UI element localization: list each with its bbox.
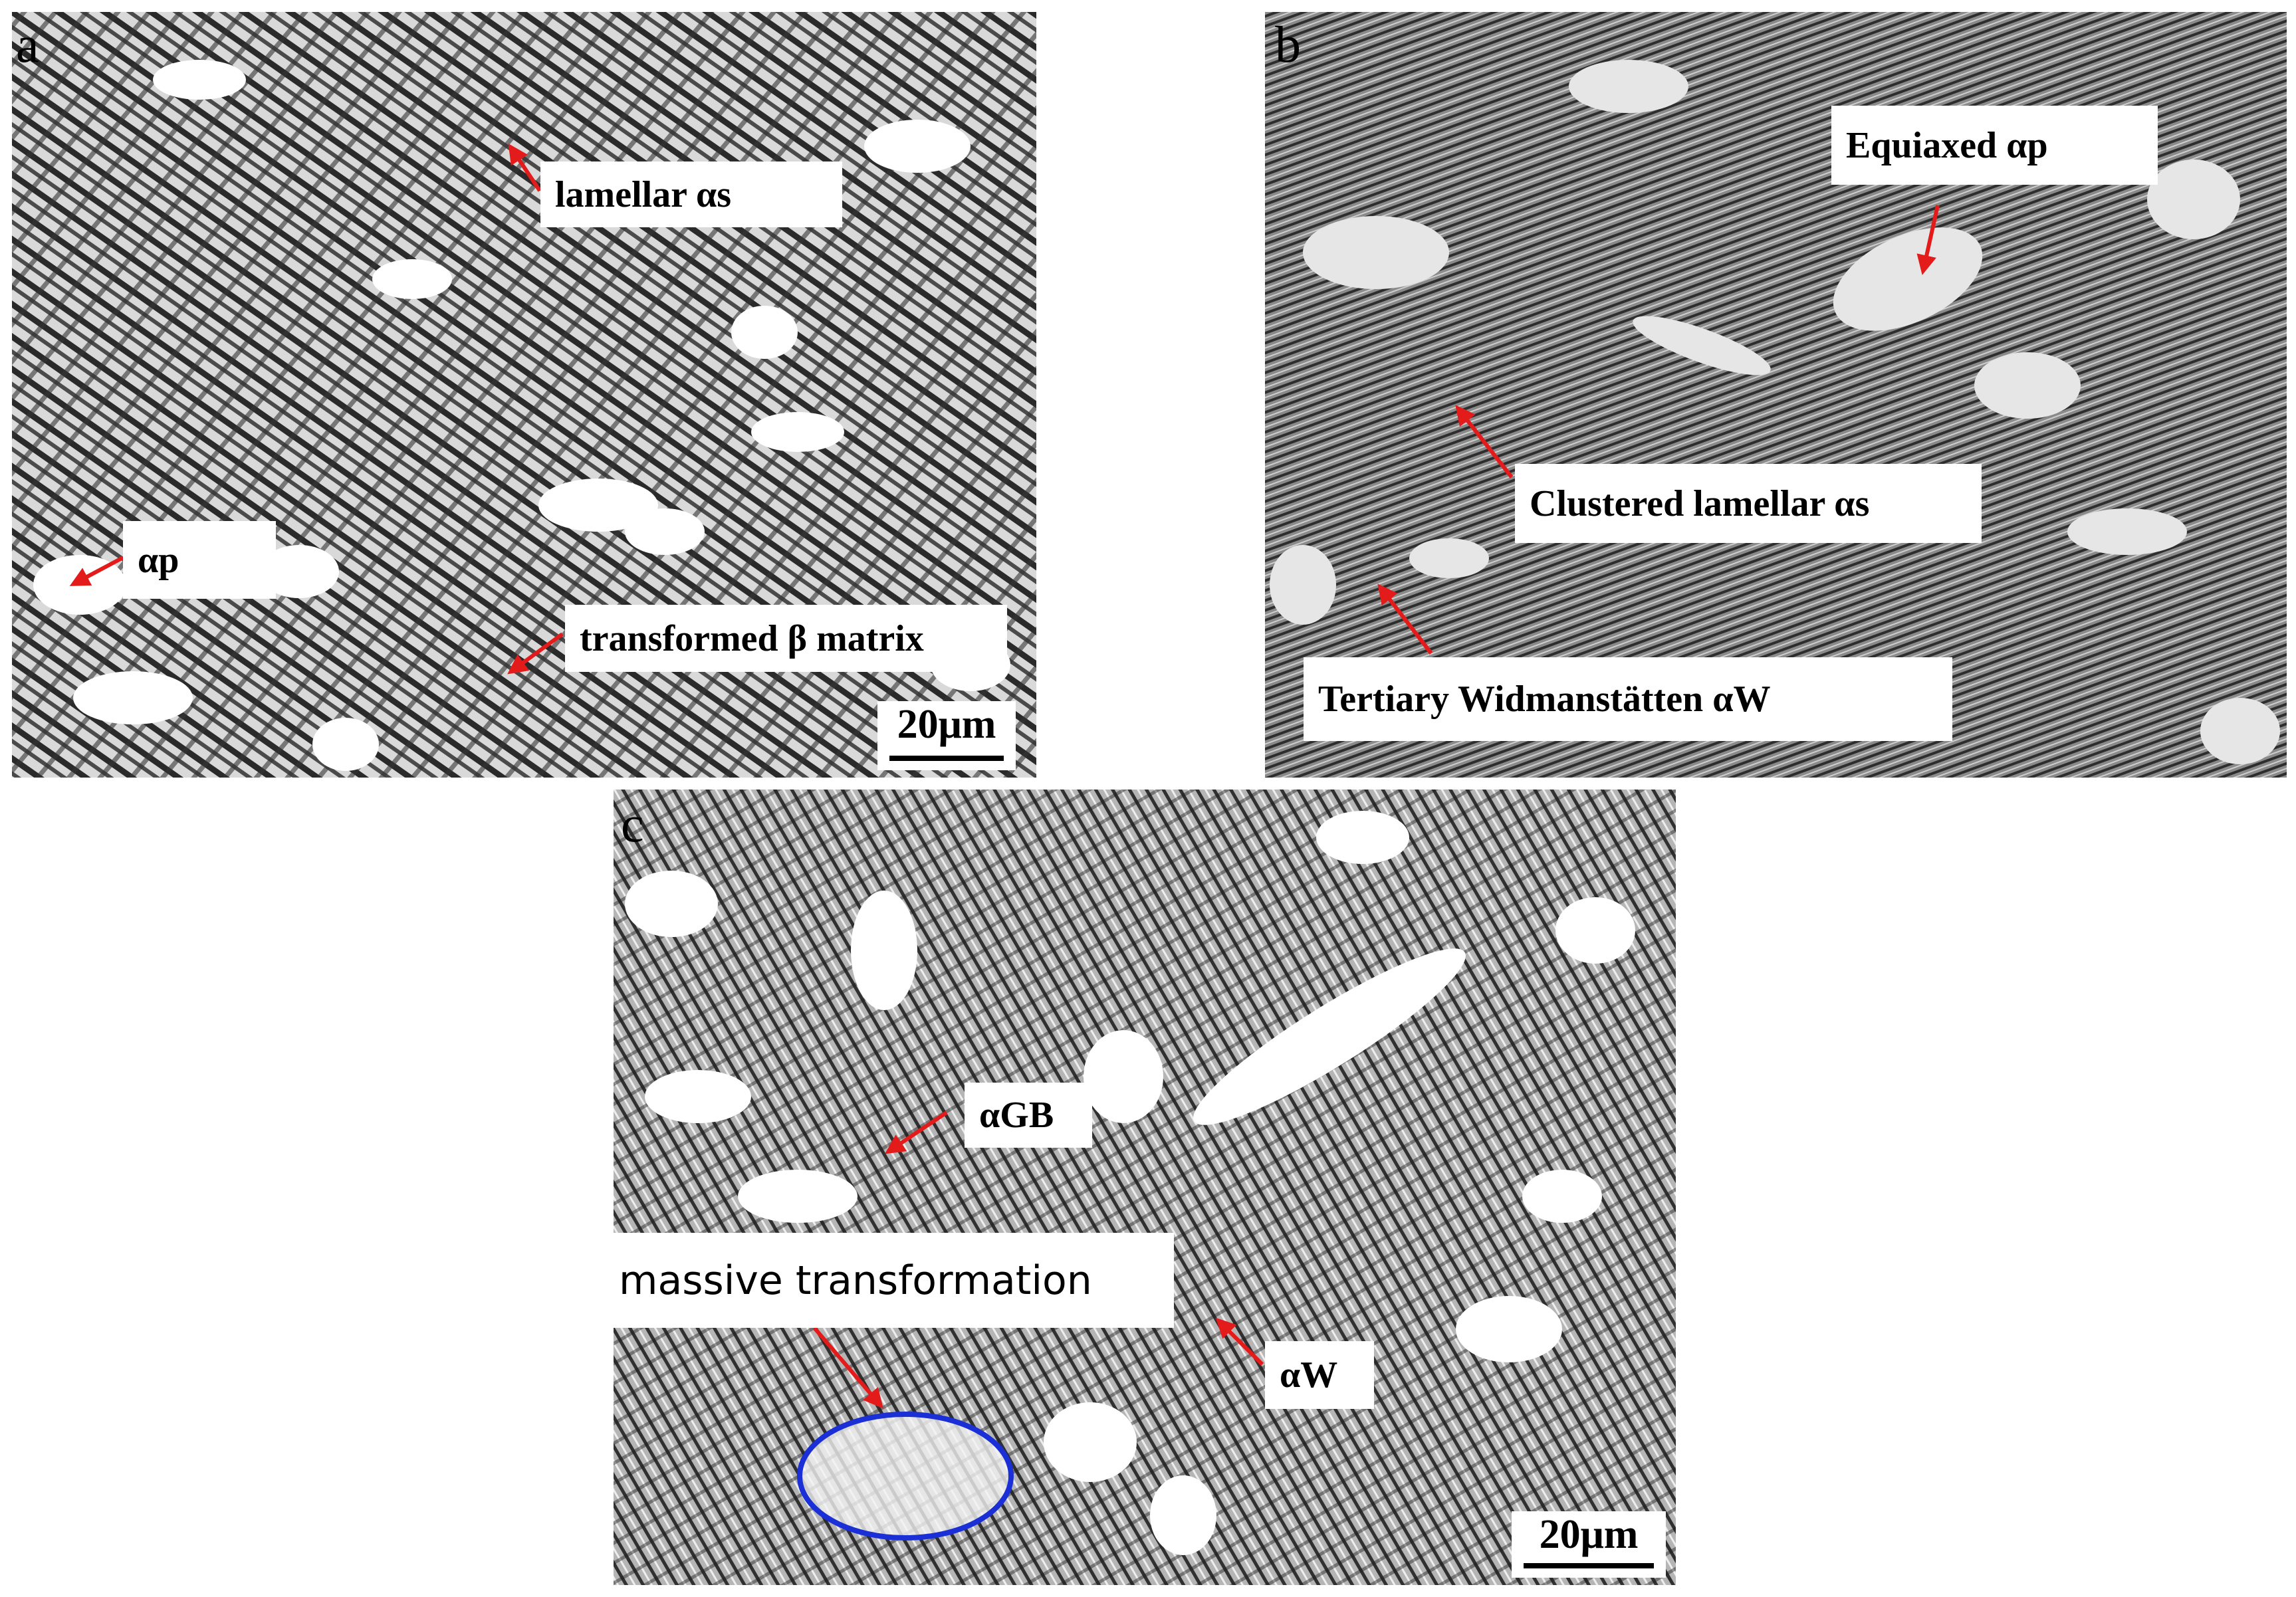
label-clustered-lamellar-alpha-s: Clustered lamellar αs bbox=[1515, 464, 1982, 543]
scale-bar-line bbox=[889, 756, 1004, 761]
label-alpha-gb: αGB bbox=[965, 1083, 1092, 1148]
panel-c-image bbox=[614, 790, 1676, 1585]
panel-letter-a: a bbox=[16, 15, 39, 73]
scale-bar-label: 20μm bbox=[1539, 1512, 1639, 1557]
scale-bar-label: 20μm bbox=[897, 702, 996, 747]
panel-letter-b: b bbox=[1275, 15, 1301, 73]
label-equiaxed-alpha-p: Equiaxed αp bbox=[1831, 106, 2158, 185]
label-alpha-p: αp bbox=[123, 521, 276, 599]
scale-bar-a: 20μm bbox=[877, 701, 1016, 770]
panel-a-image bbox=[12, 12, 1036, 778]
label-tertiary-widmanstatten: Tertiary Widmanstätten αW bbox=[1304, 657, 1952, 741]
massive-transformation-ellipse bbox=[797, 1412, 1014, 1541]
label-alpha-w: αW bbox=[1265, 1341, 1374, 1409]
annotation-arrows bbox=[69, 144, 1940, 1409]
scale-bar-line bbox=[1524, 1563, 1654, 1568]
scale-bar-c: 20μm bbox=[1512, 1511, 1666, 1578]
label-lamellar-alpha-s: lamellar αs bbox=[540, 161, 842, 227]
label-massive-transformation: massive transformation bbox=[614, 1233, 1174, 1328]
label-transformed-beta-matrix: transformed β matrix bbox=[565, 605, 1007, 672]
panel-letter-c: c bbox=[621, 795, 644, 853]
